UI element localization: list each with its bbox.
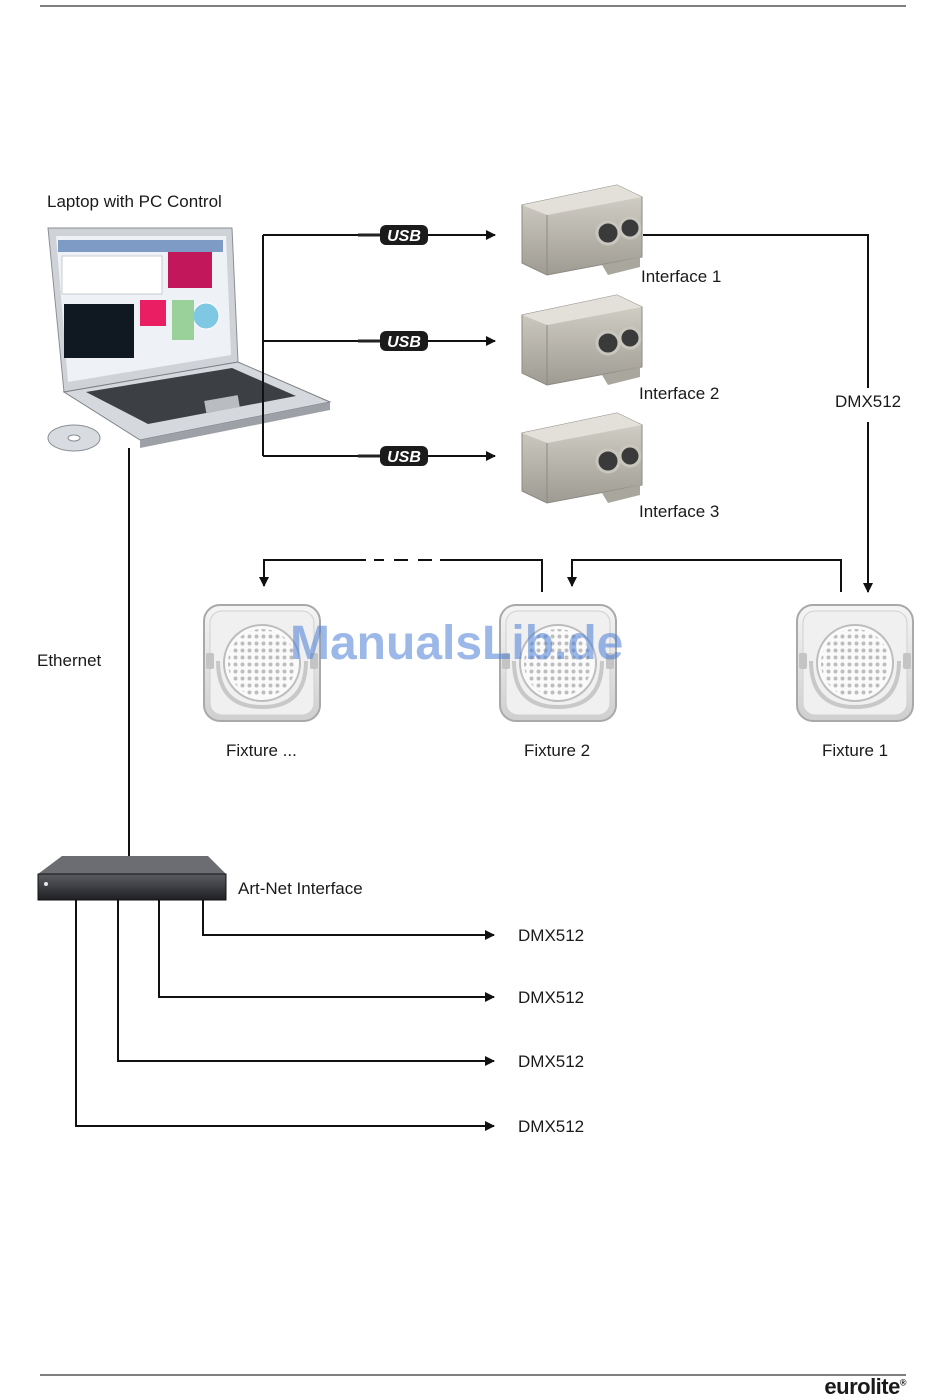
dmx-out-label-3: DMX512 [518,1052,584,1072]
dmx-out-label-2: DMX512 [518,988,584,1008]
dmx-out-line-1 [203,900,494,935]
interface-2-device [522,295,642,385]
interface-1-label: Interface 1 [641,267,721,287]
artnet-label: Art-Net Interface [238,879,363,899]
laptop-label: Laptop with PC Control [47,192,222,212]
dmx-line-interface-to-fixture [643,235,868,388]
ethernet-label: Ethernet [37,651,101,671]
chain-fixture2-to-fixturen [440,560,542,592]
fixture-1-label: Fixture 1 [822,741,888,761]
dmx-out-line-2 [159,900,494,997]
dmx-out-label-4: DMX512 [518,1117,584,1137]
usb-badge-1 [358,225,428,245]
fixture-2-label: Fixture 2 [524,741,590,761]
fixture-1-device [797,605,913,721]
interface-1-device [522,185,642,275]
dmx-out-line-4 [76,900,494,1126]
interface-3-label: Interface 3 [639,502,719,522]
artnet-device [38,856,226,900]
fixture-2-device [500,605,616,721]
fixture-n-label: Fixture ... [226,741,297,761]
usb-badge-3 [358,446,428,466]
dmx-vertical-label: DMX512 [835,392,901,412]
cd-icon [48,425,100,451]
fixture-n-device [204,605,320,721]
dmx-out-line-3 [118,900,494,1061]
dmx-out-label-1: DMX512 [518,926,584,946]
interface-3-device [522,413,642,503]
chain-to-fixturen [264,560,366,586]
brand-text: eurolite [824,1374,899,1399]
interface-2-label: Interface 2 [639,384,719,404]
usb-badge-2 [358,331,428,351]
registered-mark: ® [900,1378,906,1388]
chain-fixture1-to-fixture2 [572,560,841,592]
laptop-icon [48,228,330,448]
brand-logo: eurolite® [824,1374,906,1400]
